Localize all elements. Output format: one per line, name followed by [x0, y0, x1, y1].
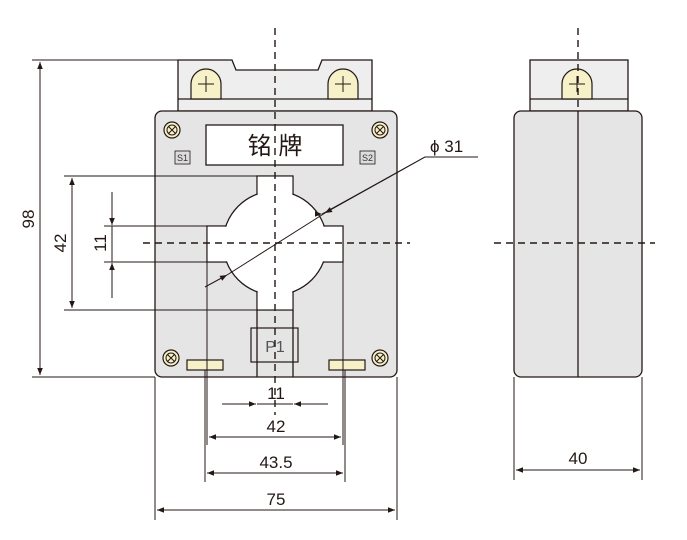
p1-label: P1 — [265, 339, 285, 356]
vertical-dimensions — [32, 59, 257, 378]
depth-label: 40 — [569, 449, 588, 468]
mount-spacing-label: 43.5 — [259, 453, 292, 472]
side-view: 40 — [494, 28, 655, 480]
diameter-label: ϕ 31 — [430, 137, 463, 156]
s1-label: S1 — [177, 153, 188, 163]
width-label: 75 — [267, 490, 286, 509]
window-height-label: 42 — [51, 234, 70, 253]
front-view: 铭 牌 S1 S2 P1 — [143, 28, 410, 415]
terminal-screw-right — [327, 68, 359, 100]
height-label: 98 — [19, 210, 38, 229]
window-width-label: 42 — [267, 417, 286, 436]
diameter-dimension: ϕ 31 — [204, 137, 478, 288]
slot-height-label: 11 — [91, 234, 110, 252]
terminal-screw-left — [190, 68, 222, 100]
nameplate — [205, 124, 344, 166]
s2-label: S2 — [362, 153, 373, 163]
horizontal-dimensions — [154, 262, 398, 520]
slot-width-label: 11 — [267, 384, 285, 403]
